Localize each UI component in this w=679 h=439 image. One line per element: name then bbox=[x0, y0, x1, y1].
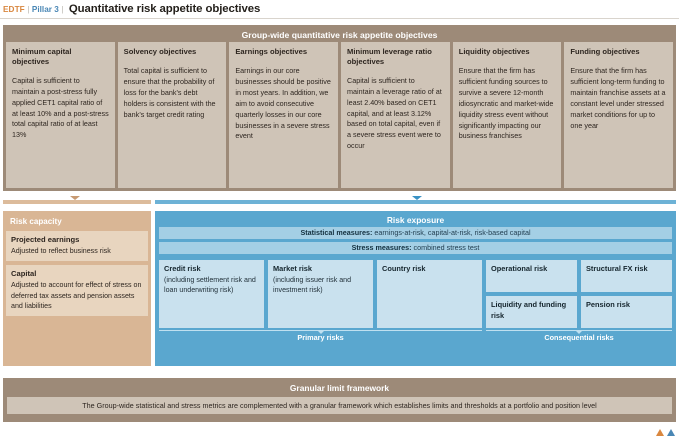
objective-card-title: Minimum leverage ratio objectives bbox=[347, 47, 432, 66]
risk-capacity-panel: Risk capacity Projected earnings Adjuste… bbox=[3, 211, 151, 366]
objective-card-body: Capital is sufficient to maintain a leve… bbox=[347, 75, 442, 151]
objective-card-minimum-capital: Minimum capital objectives Capital is su… bbox=[6, 42, 115, 188]
risk-exposure-panel: Risk exposure Statistical measures: earn… bbox=[155, 211, 676, 366]
corner-marks bbox=[656, 429, 675, 436]
granular-limit-framework-band: Granular limit framework The Group-wide … bbox=[3, 378, 676, 422]
risk-box-title: Operational risk bbox=[491, 264, 548, 273]
badge-pillar3: Pillar 3 bbox=[31, 4, 59, 14]
objective-card-title: Liquidity objectives bbox=[458, 47, 530, 56]
capacity-box-projected-earnings: Projected earnings Adjusted to reflect b… bbox=[6, 231, 148, 262]
page-title: Quantitative risk appetite objectives bbox=[68, 3, 261, 15]
primary-risks-label: Primary risks bbox=[297, 333, 344, 342]
risk-box-credit-risk: Credit risk (including settlement risk a… bbox=[159, 260, 264, 328]
risk-box-liquidity-and-funding-risk: Liquidity and funding risk bbox=[486, 296, 577, 328]
objective-card-liquidity: Liquidity objectives Ensure that the fir… bbox=[452, 42, 562, 188]
consequential-risks-label: Consequential risks bbox=[544, 333, 614, 342]
risk-capacity-title: Risk capacity bbox=[10, 217, 62, 226]
risk-box-title: Country risk bbox=[382, 264, 426, 273]
granular-limit-framework-title: Granular limit framework bbox=[289, 383, 390, 393]
risk-box-pension-risk: Pension risk bbox=[581, 296, 672, 328]
objectives-card-list: Minimum capital objectives Capital is su… bbox=[6, 42, 674, 188]
stress-measures-bar: Stress measures: combined stress test bbox=[159, 242, 672, 254]
objective-card-title: Solvency objectives bbox=[123, 47, 197, 56]
primary-risks-arrow-icon bbox=[316, 330, 325, 334]
risk-categories-row: Credit risk (including settlement risk a… bbox=[159, 260, 672, 328]
consequential-risks-label-wrap: Consequential risks bbox=[486, 330, 672, 342]
consequential-risks-arrow-icon bbox=[575, 330, 583, 334]
risk-box-country-risk: Country risk bbox=[377, 260, 482, 328]
risk-box-detail: (including issuer risk and investment ri… bbox=[273, 275, 352, 295]
risk-box-structural-fx-risk: Structural FX risk bbox=[581, 260, 672, 292]
objective-card-solvency: Solvency objectives Total capital is suf… bbox=[117, 42, 227, 188]
objective-card-minimum-leverage-ratio: Minimum leverage ratio objectives Capita… bbox=[341, 42, 450, 188]
objective-card-title: Earnings objectives bbox=[235, 47, 308, 56]
risk-box-detail: (including settlement risk and loan unde… bbox=[164, 275, 256, 295]
risk-exposure-title: Risk exposure bbox=[386, 215, 445, 225]
statistical-measures-label: Statistical measures: bbox=[300, 228, 373, 237]
badge-edtf: EDTF bbox=[3, 4, 25, 14]
consequential-risks-line-1: Operational risk Structural FX risk bbox=[486, 260, 672, 292]
stress-measures-label: Stress measures: bbox=[351, 243, 412, 252]
risk-box-market-risk: Market risk (including issuer risk and i… bbox=[268, 260, 373, 328]
risk-group-labels: Primary risks Consequential risks bbox=[159, 328, 672, 342]
primary-risks-label-wrap: Primary risks bbox=[159, 330, 482, 342]
consequential-risks-group: Operational risk Structural FX risk Liqu… bbox=[486, 260, 672, 328]
connector-arrow-exposure-icon bbox=[412, 196, 422, 200]
objective-card-earnings: Earnings objectives Earnings in our core… bbox=[229, 42, 339, 188]
risk-box-operational-risk: Operational risk bbox=[486, 260, 577, 292]
capacity-box-capital: Capital Adjusted to account for effect o… bbox=[6, 265, 148, 317]
risk-box-title: Market risk bbox=[273, 264, 313, 273]
objective-card-funding: Funding objectives Ensure that the firm … bbox=[564, 42, 674, 188]
granular-limit-framework-body: The Group-wide statistical and stress me… bbox=[7, 397, 672, 414]
middle-row: Risk capacity Projected earnings Adjuste… bbox=[3, 211, 676, 366]
objective-card-title: Minimum capital objectives bbox=[12, 47, 72, 66]
risk-box-title: Structural FX risk bbox=[586, 264, 648, 273]
capacity-box-title: Capital bbox=[11, 269, 37, 279]
stress-measures-value: combined stress test bbox=[411, 243, 480, 252]
objective-card-body: Earnings in our core businesses should b… bbox=[235, 65, 331, 141]
consequential-risks-line-2: Liquidity and funding risk Pension risk bbox=[486, 296, 672, 328]
objectives-band: Group-wide quantitative risk appetite ob… bbox=[3, 25, 676, 191]
objective-card-body: Capital is sufficient to maintain a post… bbox=[12, 75, 109, 140]
primary-risks-group: Credit risk (including settlement risk a… bbox=[159, 260, 482, 328]
objective-card-body: Ensure that the firm has sufficient long… bbox=[570, 65, 666, 130]
header-separator-2: | bbox=[61, 4, 64, 14]
header-separator-1: | bbox=[27, 4, 30, 14]
triangle-blue-icon bbox=[667, 429, 675, 436]
capacity-box-title: Projected earnings bbox=[11, 235, 80, 244]
connector-bar-exposure bbox=[155, 200, 676, 204]
connector-bar-capacity bbox=[3, 200, 151, 204]
capacity-box-body: Adjusted to account for effect of stress… bbox=[11, 281, 142, 310]
risk-box-title: Credit risk bbox=[164, 264, 201, 273]
risk-box-title: Liquidity and funding risk bbox=[491, 300, 567, 320]
objective-card-body: Ensure that the firm has sufficient fund… bbox=[458, 65, 554, 141]
connector-arrow-capacity-icon bbox=[70, 196, 80, 200]
statistical-measures-value: earnings-at-risk, capital-at-risk, risk-… bbox=[372, 228, 531, 237]
risk-box-title: Pension risk bbox=[586, 300, 630, 309]
triangle-orange-icon bbox=[656, 429, 664, 436]
objective-card-title: Funding objectives bbox=[570, 47, 640, 56]
objectives-band-title: Group-wide quantitative risk appetite ob… bbox=[241, 30, 438, 40]
page-header: EDTF | Pillar 3 | Quantitative risk appe… bbox=[0, 0, 679, 19]
statistical-measures-bar: Statistical measures: earnings-at-risk, … bbox=[159, 227, 672, 239]
objective-card-body: Total capital is sufficient to ensure th… bbox=[123, 65, 216, 119]
capacity-box-body: Adjusted to reflect business risk bbox=[11, 247, 111, 255]
